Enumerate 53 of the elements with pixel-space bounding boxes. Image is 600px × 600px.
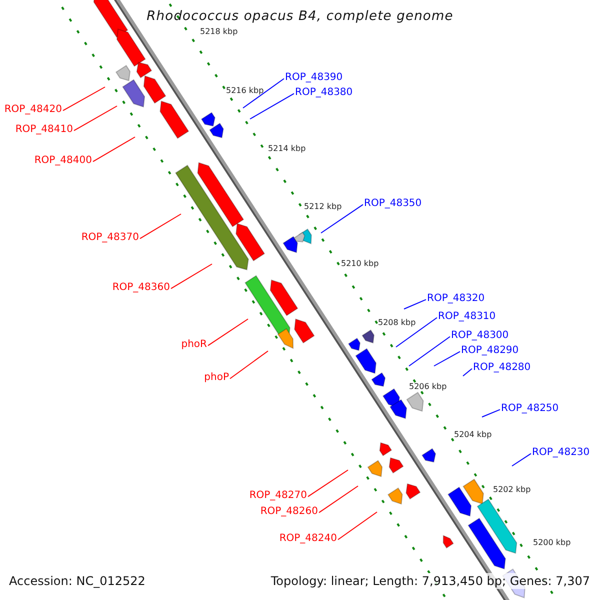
gene-label: ROP_48320 [427, 293, 485, 305]
gene-label: ROP_48280 [473, 362, 531, 374]
leader-line [408, 336, 450, 366]
leader-line [208, 318, 248, 346]
gene-label: ROP_48420 [4, 104, 62, 116]
leader-line [230, 350, 268, 380]
gene-label: ROP_48300 [451, 330, 509, 342]
leader-line [482, 409, 500, 418]
leader-line [308, 470, 348, 498]
leader-line [242, 78, 284, 108]
leader-line [170, 264, 212, 290]
position-tick-label: 5218 kbp [200, 27, 238, 37]
leader-line [462, 368, 472, 376]
position-tick-label: 5210 kbp [341, 259, 379, 269]
gene-label: ROP_48290 [461, 345, 519, 357]
gene-label: ROP_48250 [501, 403, 559, 415]
gene-label: ROP_48230 [532, 447, 590, 459]
leader-line [396, 317, 438, 348]
genome-summary-text: Topology: linear; Length: 7,913,450 bp; Genes: 7,307 [268, 573, 592, 589]
position-tick-label: 5214 kbp [268, 144, 306, 154]
position-tick-label: 5200 kbp [533, 538, 571, 548]
gene-label: ROP_48410 [15, 124, 73, 136]
gene-label: phoR [181, 339, 207, 351]
position-tick-label: 5216 kbp [226, 86, 264, 96]
leader-line [92, 136, 136, 162]
gene-label: ROP_48360 [112, 282, 170, 294]
gene-label: ROP_48260 [260, 506, 318, 518]
position-tick-label: 5208 kbp [378, 318, 416, 328]
gene-label: ROP_48370 [81, 232, 139, 244]
leader-line [62, 86, 106, 112]
leader-line [250, 93, 294, 120]
leader-line [404, 299, 426, 310]
leader-line [140, 214, 182, 240]
leader-line [318, 486, 358, 514]
leader-line [320, 204, 364, 234]
leader-line [434, 351, 460, 366]
gene-label: ROP_48380 [295, 87, 353, 99]
leader-line [512, 453, 532, 466]
accession-text: Accession: NC_012522 [7, 573, 148, 589]
position-tick-label: 5204 kbp [454, 430, 492, 440]
gene-label: ROP_48310 [438, 311, 496, 323]
position-tick-label: 5202 kbp [493, 485, 531, 495]
gene-label: ROP_48400 [34, 155, 92, 167]
gene-label: ROP_48390 [285, 72, 343, 84]
gene-label: ROP_48240 [279, 533, 337, 545]
leader-line [74, 106, 118, 132]
gene-label: ROP_48270 [249, 490, 307, 502]
position-tick-label: 5212 kbp [304, 202, 342, 212]
position-tick-label: 5206 kbp [409, 382, 447, 392]
gene-label: phoP [204, 372, 229, 384]
gene-label: ROP_48350 [364, 198, 422, 210]
title: Rhodococcus opacus B4, complete genome [146, 9, 454, 24]
leader-line [338, 512, 378, 540]
